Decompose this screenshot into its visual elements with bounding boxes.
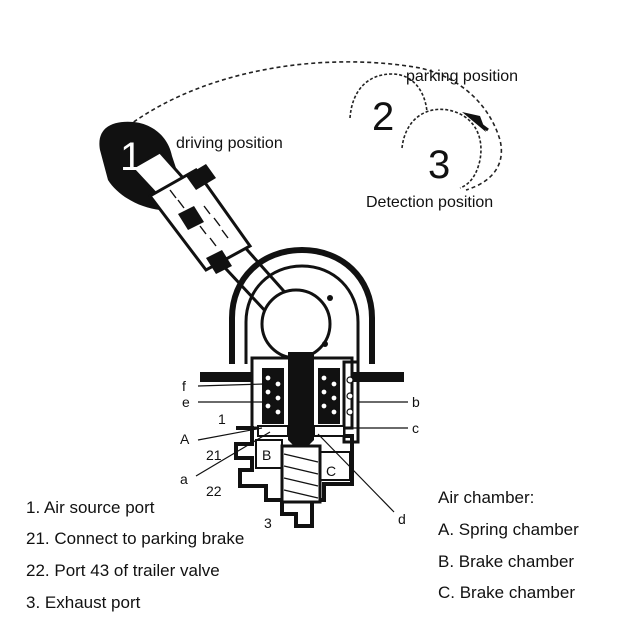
- chamber-legend-title: Air chamber:: [438, 488, 535, 507]
- valve-body-lower: [234, 426, 354, 528]
- callout-A: A: [180, 431, 190, 447]
- housing-dome-outer: [229, 246, 375, 364]
- callout-f: f: [182, 378, 186, 394]
- port-22-label: 22: [206, 483, 222, 499]
- position-3-number: 3: [428, 143, 450, 187]
- parking-position-outline: [349, 73, 428, 119]
- valve-seat-left: [257, 425, 289, 437]
- chamber-legend-item: A. Spring chamber: [438, 520, 579, 539]
- position-1-label: driving position: [176, 135, 283, 152]
- chamber-B-wall: [255, 439, 283, 469]
- port-21-label: 21: [206, 447, 222, 463]
- position-2-label: parking position: [406, 68, 518, 85]
- lever-collar-upper: [186, 164, 216, 190]
- direction-arrow-icon: [462, 112, 489, 132]
- chamber-legend-item: B. Brake chamber: [438, 552, 575, 571]
- port-3-label: 3: [264, 515, 272, 531]
- position-2-number: 2: [372, 95, 394, 139]
- port-1-label: 1: [218, 411, 226, 427]
- callout-b: b: [412, 394, 420, 410]
- spring-coils: [264, 374, 354, 416]
- lower-piston-spring: [283, 453, 319, 499]
- ball-pivot-mark-2: [322, 341, 328, 347]
- port-legend-item: 3. Exhaust port: [26, 593, 141, 612]
- callout-a: a: [180, 471, 188, 487]
- lever-travel-arc: [127, 61, 503, 191]
- central-plunger: [288, 352, 314, 448]
- port-legend-item: 22. Port 43 of trailer valve: [26, 561, 220, 580]
- mounting-flange-left: [200, 372, 262, 382]
- port-legend-item: 21. Connect to parking brake: [26, 529, 245, 548]
- port-legend-item: 1. Air source port: [26, 498, 155, 517]
- chamber-C-label: C: [326, 463, 336, 479]
- callout-c: c: [412, 420, 419, 436]
- mounting-flange-right: [342, 372, 404, 382]
- callout-e: e: [182, 394, 190, 410]
- callout-d: d: [398, 511, 406, 527]
- position-1-number: 1: [120, 135, 142, 179]
- lever-collar-side: [206, 250, 232, 274]
- callout-leaders: [195, 383, 408, 513]
- valve-seat-right: [313, 425, 345, 437]
- chamber-B-label: B: [262, 447, 271, 463]
- chamber-legend-item: C. Brake chamber: [438, 583, 575, 602]
- lever-collar-lower: [178, 206, 204, 230]
- housing-dome-inner: [244, 264, 360, 364]
- position-3-label: Detection position: [366, 194, 493, 211]
- lever-spring-hatching: [169, 189, 229, 247]
- ball-pivot-mark: [327, 295, 333, 301]
- lever-ball: [260, 288, 332, 360]
- detection-position-outline: [401, 108, 482, 189]
